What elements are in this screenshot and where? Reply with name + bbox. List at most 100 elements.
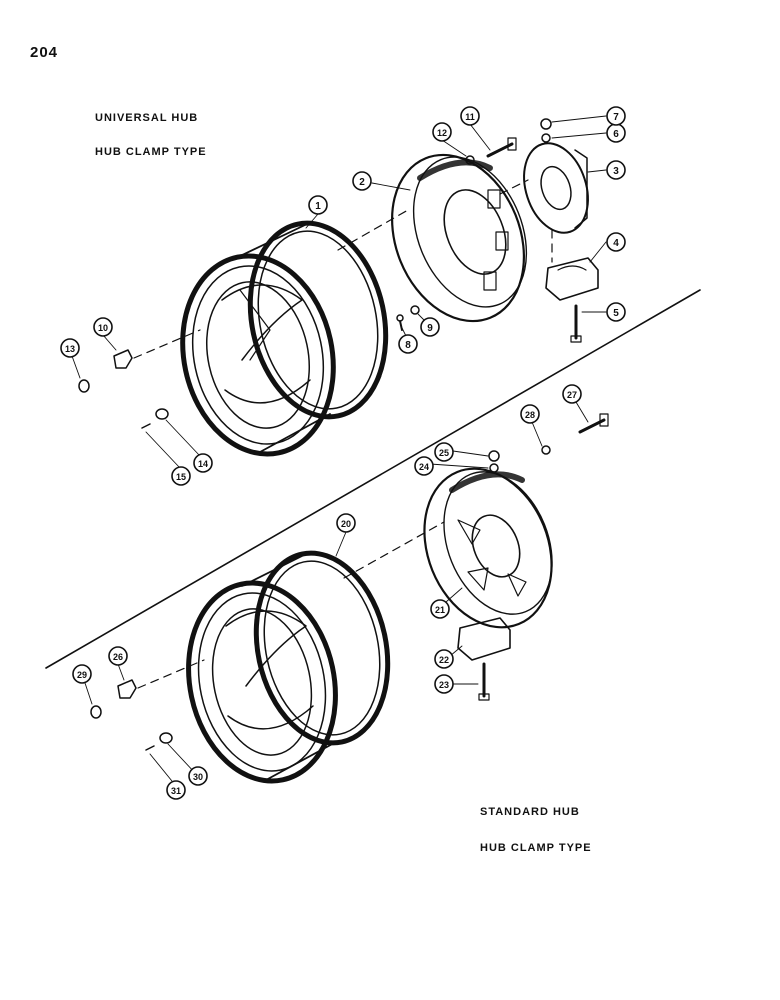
callout-number: 9 (427, 323, 433, 334)
callout-10: 10 (93, 317, 113, 337)
standard-hub-title: STANDARD HUB (480, 806, 580, 818)
callout-number: 23 (439, 680, 449, 690)
lower-hub-clamp (457, 617, 511, 661)
callout-number: 4 (613, 238, 619, 249)
callout-3: 3 (606, 160, 626, 180)
callout-number: 24 (419, 462, 429, 472)
callout-balloon (398, 334, 418, 354)
nut-part-7 (540, 118, 552, 130)
washer-part-6 (541, 133, 551, 143)
callout-number: 27 (567, 390, 577, 400)
callout-balloon (93, 317, 113, 337)
washer-part-24 (489, 463, 499, 473)
callout-25: 25 (434, 442, 454, 462)
callout-balloon (420, 317, 440, 337)
callout-13: 13 (60, 338, 80, 358)
callout-6: 6 (606, 123, 626, 143)
callout-number: 15 (176, 472, 186, 482)
callout-balloon (432, 122, 452, 142)
callout-balloon (434, 649, 454, 669)
callout-number: 26 (113, 652, 123, 662)
callout-balloon (562, 384, 582, 404)
lower-hub-bolt (578, 413, 609, 434)
callout-number: 22 (439, 655, 449, 665)
callout-number: 12 (437, 128, 447, 138)
callout-number: 28 (525, 410, 535, 420)
callout-4: 4 (606, 232, 626, 252)
callout-2: 2 (352, 171, 372, 191)
callout-balloon (414, 456, 434, 476)
callout-balloon (606, 232, 626, 252)
upper-clamp-bolt (570, 304, 582, 343)
valve-bracket-part-26 (117, 679, 137, 699)
callout-21: 21 (430, 599, 450, 619)
callout-balloon (108, 646, 128, 666)
callout-14: 14 (193, 453, 213, 473)
universal-hub-title: UNIVERSAL HUB (95, 112, 199, 124)
callout-balloon (606, 160, 626, 180)
page-number: 204 (30, 44, 59, 61)
callout-11: 11 (460, 106, 480, 126)
callout-28: 28 (520, 404, 540, 424)
callout-29: 29 (72, 664, 92, 684)
lower-clamp-bolt (478, 662, 490, 701)
callout-number: 14 (198, 459, 208, 469)
valve-part-30 (159, 732, 173, 744)
valve-bracket-part-10 (113, 349, 133, 369)
nut-part-28 (541, 445, 551, 455)
callout-balloon (171, 466, 191, 486)
callout-number: 13 (65, 344, 75, 354)
callout-number: 29 (77, 670, 87, 680)
callout-balloon (434, 674, 454, 694)
callout-22: 22 (434, 649, 454, 669)
callout-number: 21 (435, 605, 445, 615)
valve-part-14 (155, 408, 169, 420)
callout-balloon (72, 664, 92, 684)
callout-number: 25 (439, 448, 449, 458)
upper-hub (523, 142, 589, 234)
pin-part-31 (145, 745, 155, 751)
callout-20: 20 (336, 513, 356, 533)
upper-hub-clamp (545, 257, 599, 301)
upper-rim-assembly (180, 220, 389, 457)
nut-part-9 (410, 305, 420, 315)
callout-number: 10 (98, 323, 108, 333)
section-divider (45, 289, 701, 669)
callout-number: 7 (613, 112, 619, 123)
callout-31: 31 (166, 780, 186, 800)
callout-12: 12 (432, 122, 452, 142)
callout-5: 5 (606, 302, 626, 322)
nut-part-25 (488, 450, 500, 462)
callout-number: 1 (315, 201, 321, 212)
callout-balloon (308, 195, 328, 215)
callout-23: 23 (434, 674, 454, 694)
callout-balloon (606, 302, 626, 322)
universal-hub-clamp-title: HUB CLAMP TYPE (95, 146, 207, 158)
callout-balloon (336, 513, 356, 533)
callout-balloon (430, 599, 450, 619)
upper-center-disc (391, 153, 528, 323)
callout-27: 27 (562, 384, 582, 404)
callout-balloon (188, 766, 208, 786)
callout-9: 9 (420, 317, 440, 337)
callout-number: 11 (465, 112, 475, 122)
callout-30: 30 (188, 766, 208, 786)
callout-15: 15 (171, 466, 191, 486)
callout-number: 31 (171, 786, 181, 796)
callout-8: 8 (398, 334, 418, 354)
lower-center-disc (423, 467, 553, 629)
callout-number: 5 (613, 308, 619, 319)
callout-balloon (434, 442, 454, 462)
valve-cap-part-29 (90, 705, 102, 719)
nut-part-12 (465, 155, 475, 165)
callout-number: 20 (341, 519, 351, 529)
lower-rim-assembly (186, 550, 391, 784)
upper-hub-bolt (486, 137, 517, 158)
callout-number: 2 (359, 177, 365, 188)
valve-cap-part-13 (78, 379, 90, 393)
callout-balloon (520, 404, 540, 424)
callout-number: 6 (613, 129, 619, 140)
standard-hub-clamp-title: HUB CLAMP TYPE (480, 842, 592, 854)
pin-part-15 (141, 423, 151, 429)
